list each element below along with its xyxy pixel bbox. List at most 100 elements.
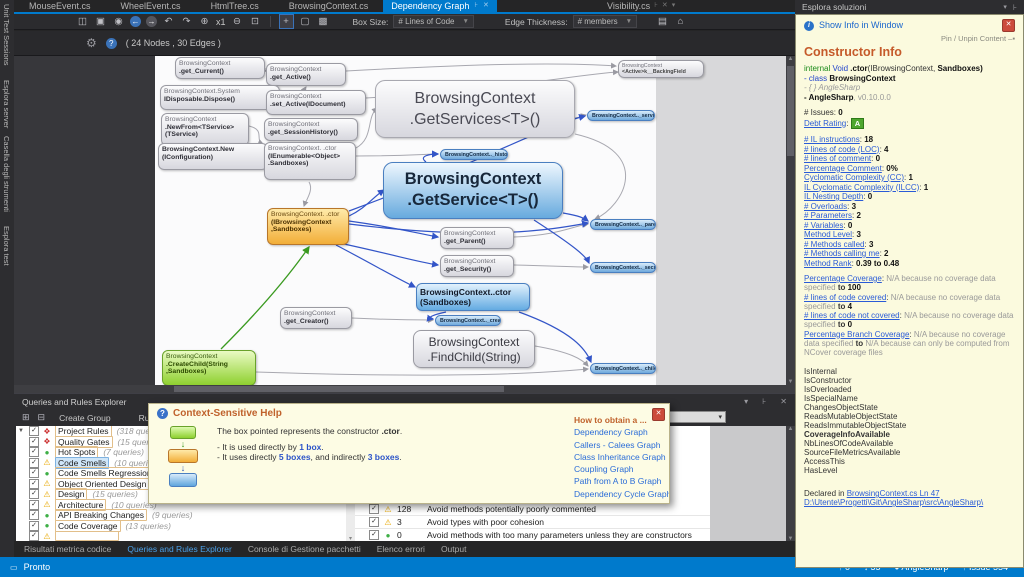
undo-icon[interactable]: ↶ [164,16,173,27]
graph-node[interactable]: BrowsingContext. .ctor(IEnumerable<Objec… [264,142,356,180]
tab-queries-rules[interactable]: Queries and Rules Explorer [127,544,232,554]
tree-row[interactable]: ✓❖Quality Gates(15 queries) [16,435,346,448]
tab-elenco-errori[interactable]: Elenco errori [376,544,425,554]
checkbox[interactable]: ✓ [29,531,39,542]
tree-row-selected[interactable]: ✓⚠Code Smells(10 queries) [16,456,346,469]
graph-node[interactable]: BrowsingContext.set_Active(IDocument) [266,90,366,115]
checkbox[interactable]: ✓ [29,447,39,458]
copy-graph-icon[interactable]: ▣ [96,16,105,27]
graph-node-field[interactable]: BrowsingContext.._parent [590,219,656,230]
show-info-link[interactable]: Show Info in Window [819,20,904,30]
tree-row[interactable]: ✓⚠ [16,531,346,542]
pin-icon[interactable]: ‒▪ [1008,34,1015,43]
fit-view-icon[interactable]: ⊡ [251,16,259,27]
chevron-down-icon[interactable]: ▾ [671,2,676,9]
rule-button[interactable]: Rul [138,412,152,423]
graph-node[interactable]: BrowsingContext.get_Current() [175,57,265,79]
sidebar-tab-esplora-server[interactable]: Esplora server [2,80,11,129]
declared-file-link[interactable]: BrowsingContext.cs Ln 47 [846,489,940,498]
graph-node-field[interactable]: BrowsingContext.._history [440,149,508,160]
horizontal-scrollbar[interactable] [14,385,795,393]
create-group-button[interactable]: Create Group [59,412,111,423]
link-path-a-b[interactable]: Path from A to B Graph [574,476,662,487]
tab-dependency-graph[interactable]: Dependency Graph ⊦ ✕ [383,0,497,12]
checkbox[interactable]: ✓ [29,426,39,437]
pin-icon[interactable]: ⊦ [762,397,767,406]
checkbox[interactable]: ✓ [369,530,379,540]
link-class-inheritance[interactable]: Class Inheritance Graph [574,451,666,462]
link-dependency-cycle[interactable]: Dependency Cycle Graph [574,488,670,499]
navigate-back-icon[interactable]: ← [130,16,141,27]
checkbox[interactable]: ✓ [29,436,39,447]
checkbox[interactable]: ✓ [369,504,379,514]
graph-node[interactable]: BrowsingContext.NewFrom<TService>(TServi… [161,113,249,146]
graph-node-field[interactable]: BrowsingContext.._creator [435,315,501,326]
graph-node-field[interactable]: BrowsingContext<Active>k__BackingField [618,60,704,78]
link-coupling-graph[interactable]: Coupling Graph [574,464,634,475]
graph-node-createchild[interactable]: BrowsingContext.CreateChild(String,Sandb… [162,350,256,386]
export-image-icon[interactable]: ▤ [658,16,668,27]
checkbox[interactable]: ✓ [29,489,39,500]
sidebar-tab-esplora-test[interactable]: Esplora test [2,226,11,266]
graph-node-field[interactable]: BrowsingContext.._security [590,262,656,273]
list-scrollbar[interactable]: ▲▼ [786,426,795,542]
tree-row[interactable]: ✓⚠Architecture(10 queries) [16,498,346,511]
checkbox[interactable]: ✓ [29,510,39,521]
zoom-level[interactable]: x1 [216,16,226,27]
tree-row[interactable]: ✓⚠Object Oriented Design [16,477,346,490]
collapse-all-icon[interactable]: ⊟ [37,412,46,422]
zoom-out-icon[interactable]: ⊖ [233,16,241,27]
tree-row[interactable]: ✓⚠Design(15 queries) [16,488,346,501]
checkbox[interactable]: ✓ [29,499,39,510]
tab-visibility[interactable]: Visibility.cs ⊦ ✕ ▾ [592,0,690,12]
close-icon[interactable]: ✕ [1002,19,1015,32]
vertical-scrollbar[interactable]: ▲▼ [786,56,795,385]
edge-thickness-dropdown[interactable]: # members ▼ [572,15,638,28]
layout-icon[interactable]: ⌂ [677,16,684,27]
checkbox[interactable]: ✓ [29,457,39,468]
link-callers-callees[interactable]: Callers - Calees Graph [574,439,661,450]
chevron-down-icon[interactable]: ▾ [1003,4,1007,11]
close-icon[interactable]: ✕ [661,2,668,9]
tree-row[interactable]: ✓●Code Coverage(13 queries) [16,519,346,532]
chevron-down-icon[interactable]: ▾ [744,397,749,406]
graph-node-selected-ctor[interactable]: BrowsingContext. .ctor(IBrowsingContext,… [267,208,349,245]
checkbox[interactable]: ✓ [29,520,39,531]
zoom-in-icon[interactable]: ⊕ [200,16,209,27]
graph-node[interactable]: BrowsingContext.get_SessionHistory() [264,118,358,141]
checkbox[interactable]: ✓ [29,478,39,489]
expander-icon[interactable]: ▼ [18,428,24,435]
camera-icon[interactable]: ◉ [114,16,123,27]
tab-mouseevent[interactable]: MouseEvent.cs [29,1,91,11]
graph-node[interactable]: BrowsingContext.get_Active() [266,63,346,86]
solution-explorer-header[interactable]: Esplora soluzioni ▾ ⊦ [795,0,1024,14]
graph-node[interactable]: BrowsingContext.New(IConfiguration) [158,143,268,170]
checkbox[interactable]: ✓ [369,517,379,527]
graph-node-getservice[interactable]: BrowsingContext.GetService<T>() [383,162,563,219]
dependency-graph-canvas[interactable]: BrowsingContext.get_Current() BrowsingCo… [14,56,795,393]
redo-icon[interactable]: ↷ [182,16,191,27]
close-icon[interactable]: ✕ [652,408,665,421]
tab-output[interactable]: Output [440,544,467,554]
tree-row-project-rules[interactable]: ▼✓❖Project Rules(318 queries) [18,426,167,438]
sidebar-tab-casella-strumenti[interactable]: Casella degli strumenti [2,136,11,212]
tab-console-pacchetti[interactable]: Console di Gestione pacchetti [247,544,361,554]
declared-path-link[interactable]: D:\Utente\Progetti\Git\AngleSharp\src\An… [804,498,984,507]
pin-icon[interactable]: ⊦ [474,2,478,9]
checkbox[interactable]: ✓ [29,468,39,479]
gear-icon[interactable]: ⚙ [86,36,97,50]
navigate-forward-icon[interactable]: → [146,16,157,27]
box-size-dropdown[interactable]: # Lines of Code ▼ [393,15,474,28]
pan-tool-icon[interactable]: + [278,14,294,29]
tree-row[interactable]: ✓●API Breaking Changes(9 queries) [16,509,346,522]
tab-htmltree[interactable]: HtmlTree.cs [210,1,259,11]
pin-icon[interactable]: ⊦ [1012,2,1017,12]
tab-browsingcontext[interactable]: BrowsingContext.cs [288,1,369,11]
graph-node-field[interactable]: BrowsingContext.._children [590,363,656,374]
close-icon[interactable]: ✕ [780,397,787,406]
graph-node[interactable]: BrowsingContext.get_Parent() [440,227,514,249]
expand-all-icon[interactable]: ⊞ [22,412,30,422]
